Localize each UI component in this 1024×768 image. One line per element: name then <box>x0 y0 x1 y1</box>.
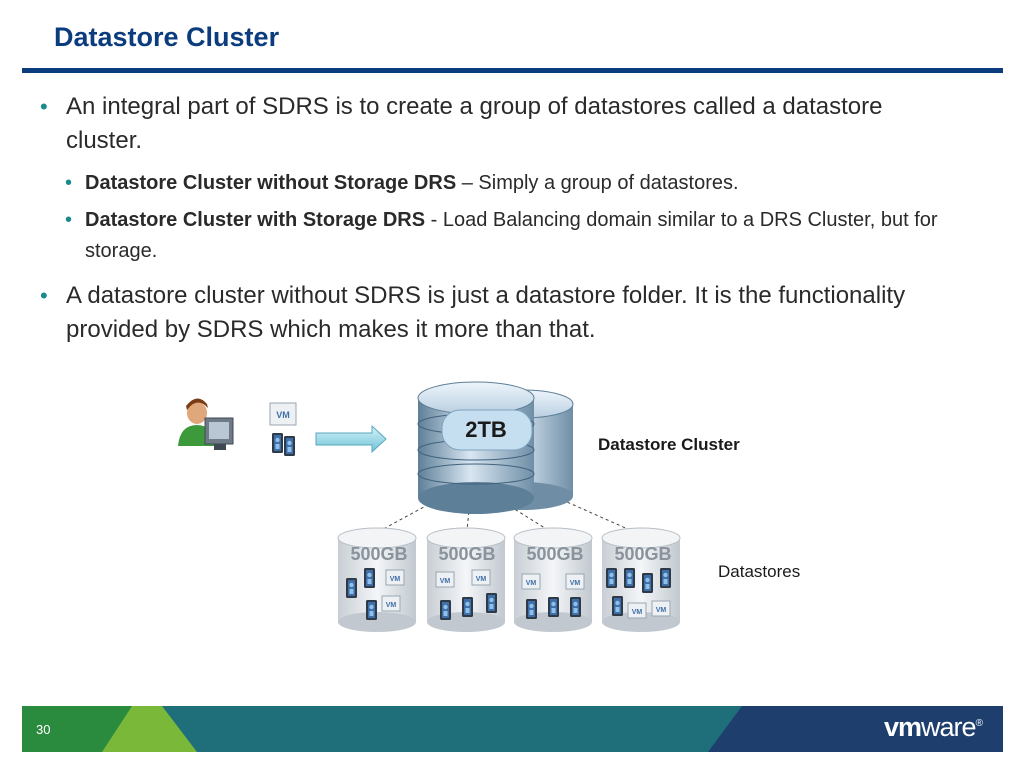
cluster-capacity-label: 2TB <box>465 417 507 442</box>
virtual-machine-icon: VM <box>269 402 297 456</box>
registered-mark: ® <box>975 718 983 729</box>
datastore-cluster-label: Datastore Cluster <box>598 435 740 454</box>
bullet-item: An integral part of SDRS is to create a … <box>40 90 940 158</box>
bullet-list: An integral part of SDRS is to create a … <box>40 90 940 357</box>
datastore-cluster-cylinder: 2TB <box>417 381 574 514</box>
datastore-capacity-label: 500GB <box>526 544 583 564</box>
sub-bullet-text: – Simply a group of datastores. <box>456 172 739 194</box>
datastore-capacity-label: 500GB <box>614 544 671 564</box>
sub-bullet-term: Datastore Cluster with Storage DRS <box>85 209 426 231</box>
administrator-at-computer-icon <box>178 398 234 450</box>
vm-badge-label: VM <box>276 410 290 420</box>
sub-bullet-text: - Load Balancing domain similar to a DRS… <box>85 209 938 262</box>
sub-bullet-item: Datastore Cluster with Storage DRS - Loa… <box>65 205 940 267</box>
datastore-cylinder: 500GB <box>601 527 681 632</box>
logo-bold-part: vm <box>884 712 922 742</box>
datastore-cylinder: 500GB <box>513 527 593 632</box>
logo-light-part: ware <box>921 712 977 742</box>
page-number: 30 <box>36 722 51 737</box>
datastore-cylinder: 500GB <box>337 527 417 632</box>
footer-bar <box>22 706 1003 752</box>
vmware-logo: vmware® <box>884 712 983 743</box>
sub-bullet-item: Datastore Cluster without Storage DRS – … <box>65 168 940 199</box>
datastores-label: Datastores <box>718 562 801 581</box>
bullet-item: A datastore cluster without SDRS is just… <box>40 279 940 347</box>
sub-bullet-term: Datastore Cluster without Storage DRS <box>85 172 457 194</box>
datastore-capacity-label: 500GB <box>350 544 407 564</box>
page-title: Datastore Cluster <box>54 22 280 52</box>
datastore-capacity-label: 500GB <box>438 544 495 564</box>
arrow-right-icon <box>315 424 387 454</box>
title-divider <box>22 68 1003 73</box>
datastore-cluster-diagram: VM VM 2TB <box>178 381 681 632</box>
datastore-cylinder: 500GB <box>426 527 506 632</box>
